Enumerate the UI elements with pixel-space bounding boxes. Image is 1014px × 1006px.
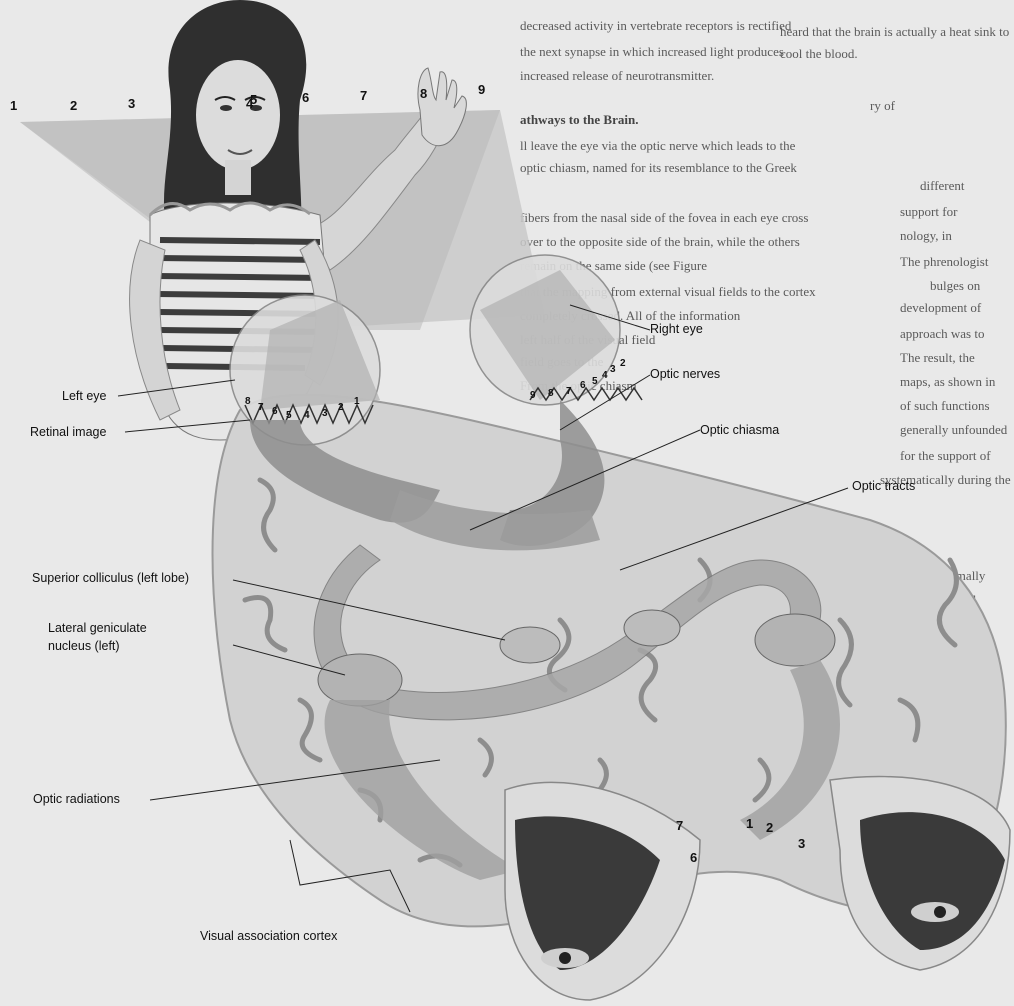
left-retina-number: 8 — [245, 396, 251, 407]
label-visual-association-cortex: Visual association cortex — [200, 929, 338, 943]
background-text-line: approach was to — [900, 326, 984, 341]
label-optic-radiations: Optic radiations — [33, 792, 120, 806]
right-retina-number: 8 — [548, 388, 554, 399]
label-superior-colliculus: Superior colliculus (left lobe) — [32, 571, 189, 585]
background-text-line: optic chiasm, named for its resemblance … — [520, 160, 797, 175]
cortex-right-number: 2 — [766, 820, 773, 835]
left-retina-number: 1 — [354, 396, 360, 407]
cortex-left-number: 6 — [690, 850, 697, 865]
left-retina-number: 2 — [338, 402, 344, 413]
lateral-geniculate-right — [755, 614, 835, 666]
background-text-line: ll leave the eye via the optic nerve whi… — [520, 138, 796, 153]
field-number: 9 — [478, 82, 485, 97]
label-lgn-line1: Lateral geniculate — [48, 621, 147, 635]
right-retina-number: 3 — [610, 364, 616, 375]
field-number: 3 — [128, 96, 135, 111]
label-optic-nerves: Optic nerves — [650, 367, 720, 381]
background-text-line: development of — [900, 300, 982, 315]
background-text-line: over to the opposite side of the brain, … — [520, 234, 800, 249]
label-lgn-line2: nucleus (left) — [48, 639, 120, 653]
background-text-line: athways to the Brain. — [520, 112, 638, 127]
background-text-line: fibers from the nasal side of the fovea … — [520, 210, 808, 225]
label-retinal-image: Retinal image — [30, 425, 106, 439]
label-right-eye: Right eye — [650, 322, 703, 336]
background-text-line: The result, the — [900, 350, 975, 365]
cortex-right-number: 3 — [798, 836, 805, 851]
field-number: 2 — [70, 98, 77, 113]
right-retina-number: 9 — [530, 390, 536, 401]
left-retina-number: 6 — [272, 406, 278, 417]
background-text-line: ry of — [870, 98, 896, 113]
background-text-line: The phrenologist — [900, 254, 989, 269]
background-text-line: the next synapse in which increased ligh… — [520, 44, 784, 59]
field-number: 6 — [302, 90, 309, 105]
right-retina-number: 6 — [580, 380, 586, 391]
cortex-left-number: 7 — [676, 818, 683, 833]
left-retina-number: 4 — [304, 410, 310, 421]
background-text-line: bulges on — [930, 278, 981, 293]
background-text-line: support for — [900, 204, 958, 219]
superior-colliculus-right — [624, 610, 680, 646]
background-text-line: maps, as shown in — [900, 374, 996, 389]
label-optic-chiasma: Optic chiasma — [700, 423, 779, 437]
field-number: 8 — [420, 86, 427, 101]
superior-colliculus-left — [500, 627, 560, 663]
right-retina-number: 4 — [602, 370, 608, 381]
left-retina-number: 7 — [258, 402, 264, 413]
lateral-geniculate-left — [318, 654, 402, 706]
label-left-eye: Left eye — [62, 389, 107, 403]
label-optic-tracts: Optic tracts — [852, 479, 915, 493]
background-text-line: for the support of — [900, 448, 991, 463]
background-text-line: increased release of neurotransmitter. — [520, 68, 714, 83]
right-retina-number: 7 — [566, 386, 572, 397]
background-text-line: decreased activity in vertebrate recepto… — [520, 18, 792, 33]
right-retina-number: 5 — [592, 376, 598, 387]
background-text-line: nology, in — [900, 228, 952, 243]
background-text-line: of such functions — [900, 398, 990, 413]
background-text-line: cool the blood. — [780, 46, 858, 61]
right-retina-number: 2 — [620, 358, 626, 369]
field-number: 1 — [10, 98, 17, 113]
background-text-line: generally unfounded — [900, 422, 1008, 437]
background-text-line: different — [920, 178, 965, 193]
field-number: 7 — [360, 88, 367, 103]
cortex-right-number: 1 — [746, 816, 753, 831]
left-retina-number: 5 — [286, 410, 292, 421]
left-retina-number: 3 — [322, 408, 328, 419]
field-number: 5 — [250, 92, 257, 107]
background-text-line: heard that the brain is actually a heat … — [780, 24, 1009, 39]
